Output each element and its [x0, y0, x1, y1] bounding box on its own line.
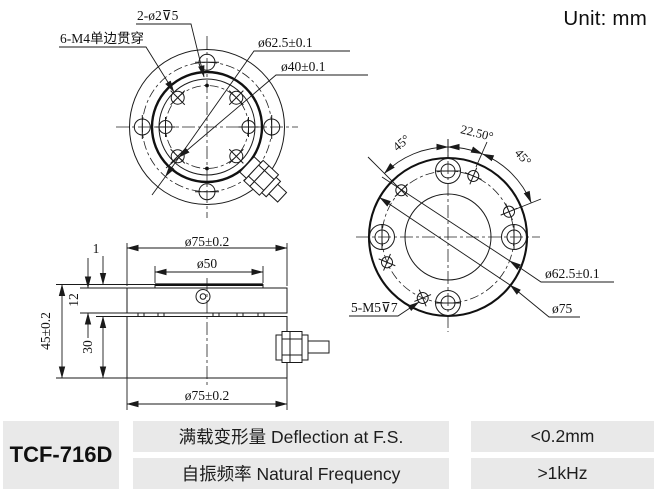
spec-row-value: >1kHz: [471, 458, 654, 489]
side-dimensions: [56, 243, 288, 410]
label-side-cap-height: 12: [66, 293, 81, 307]
spec-table: TCF-716D 满载变形量 Deflection at F.S. <0.2mm…: [0, 419, 654, 492]
top-pin-hole-upper: [205, 83, 209, 88]
top-pin-hole-lower: [205, 166, 209, 171]
label-side-boss-dia: ø50: [197, 256, 218, 271]
label-top-pilot-circle-dia: ø40±0.1: [281, 59, 326, 74]
side-view: ø75±0.2 ø50 ø75±0.2 45±0.2 12 30 1: [38, 234, 330, 410]
top-view-leaders: [59, 23, 368, 196]
side-body-outline: [126, 283, 288, 379]
label-side-top-dia: ø75±0.2: [185, 234, 230, 249]
label-side-bottom-dia: ø75±0.2: [185, 388, 230, 403]
label-bottom-bolt-circle-dia: ø62.5±0.1: [545, 266, 600, 281]
label-m4-holes: 6-M4单边贯穿: [60, 31, 144, 46]
spec-row-name: 自振频率 Natural Frequency: [133, 458, 449, 489]
bottom-bore-circle: [404, 193, 492, 281]
cable-connector-side: [275, 331, 330, 363]
unit-label: Unit: mm: [563, 7, 647, 30]
top-outer-circle: [129, 49, 285, 205]
top-m4-holes: [155, 90, 259, 164]
label-side-body-height: 30: [80, 340, 95, 354]
bottom-view-leaders: [349, 176, 614, 318]
spec-row-value: <0.2mm: [471, 421, 654, 452]
label-side-boss-height: 1: [93, 241, 100, 256]
label-angle-left: 45°: [390, 132, 412, 154]
bottom-pin-holes: [378, 167, 518, 307]
cable-connector-top: [239, 156, 288, 203]
top-view-centerlines: [116, 36, 298, 218]
model-cell: TCF-716D: [3, 421, 119, 489]
label-pin-holes: 2-ø2⊽5: [137, 8, 179, 23]
drawing-canvas: 2-ø2⊽5 6-M4单边贯穿 ø62.5±0.1 ø40±0.1: [38, 8, 614, 410]
top-body-circle: [150, 70, 264, 184]
spec-row-name: 满载变形量 Deflection at F.S.: [133, 421, 449, 452]
label-angle-middle: 22.50°: [459, 122, 495, 144]
label-bottom-outer-dia: ø75: [552, 301, 573, 316]
screw-head: [195, 289, 211, 304]
label-top-bolt-circle-dia: ø62.5±0.1: [258, 35, 313, 50]
angle-dimension-arcs: [367, 139, 542, 210]
label-angle-right: 45°: [512, 146, 534, 168]
bottom-face-view: 45° 22.50° 45° ø62.5±0.1 ø75 5-M5⊽7: [349, 122, 614, 332]
top-outer-holes: [133, 53, 281, 201]
label-side-total-height: 45±0.2: [38, 312, 53, 350]
top-view: 2-ø2⊽5 6-M4单边贯穿 ø62.5±0.1 ø40±0.1: [59, 8, 368, 218]
label-m5-holes: 5-M5⊽7: [351, 300, 398, 315]
